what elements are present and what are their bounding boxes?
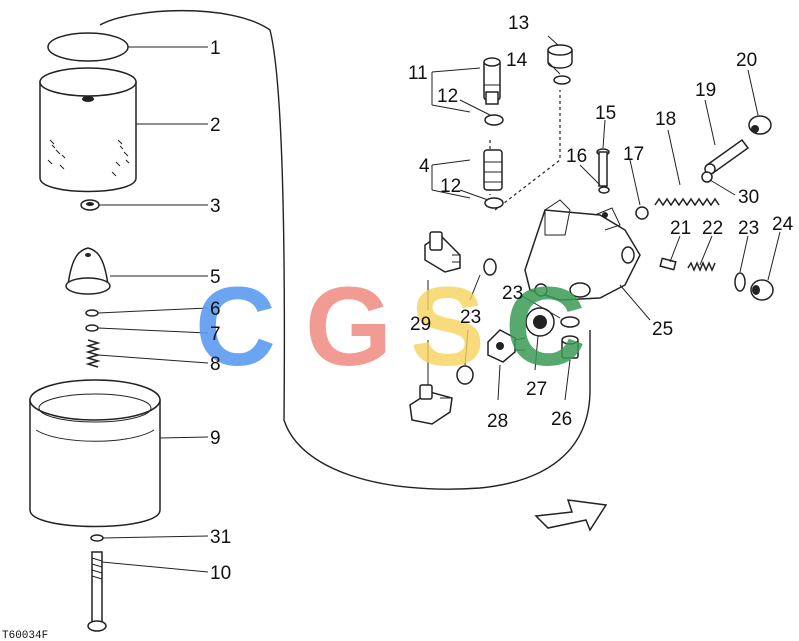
o-ring-part-23-right (734, 272, 746, 292)
o-ring-part-23-left (483, 258, 497, 276)
callout-4: 4 (419, 156, 430, 177)
pin-part-21 (659, 257, 677, 271)
callout-6: 6 (210, 299, 221, 320)
spring-part-18 (654, 197, 720, 207)
callout-12-upper: 12 (437, 86, 458, 107)
o-ring-part-17 (635, 206, 649, 220)
washer-part-31 (90, 534, 104, 542)
callout-14: 14 (506, 50, 528, 71)
callout-17: 17 (623, 144, 644, 165)
washer-part-14 (553, 75, 571, 85)
watermark-letter-g: G (305, 264, 392, 389)
callout-29: 29 (410, 314, 431, 335)
bolt-part-10 (87, 551, 107, 632)
o-ring-part-12-lower (484, 197, 504, 209)
callout-1: 1 (210, 38, 221, 59)
plug-part-3 (80, 199, 100, 211)
callout-31: 31 (210, 527, 231, 548)
spring-part-22 (687, 261, 716, 272)
plug-part-24 (750, 279, 774, 301)
callout-7: 7 (210, 324, 221, 345)
figure-reference: T60034F (2, 630, 48, 641)
callout-10: 10 (210, 563, 231, 584)
cap-part-13 (547, 44, 573, 69)
callout-2: 2 (210, 115, 221, 136)
washer-part-16 (598, 186, 610, 194)
hex-fitting-part-28 (487, 329, 526, 363)
callout-23-center: 23 (502, 283, 523, 304)
callout-27: 27 (526, 379, 547, 400)
callout-8: 8 (210, 354, 221, 375)
o-ring-part-23-lower-left (456, 365, 474, 385)
callout-23-right: 23 (738, 218, 759, 239)
pin-part-15 (596, 148, 610, 187)
callout-20: 20 (736, 50, 757, 71)
watermark-letter-c1: C (195, 264, 276, 389)
callout-3: 3 (210, 196, 221, 217)
o-ring-part-1 (47, 32, 129, 62)
washer-part-6 (85, 309, 99, 317)
o-ring-part-12-upper (484, 114, 504, 126)
callout-18: 18 (655, 109, 676, 130)
direction-arrow-icon (534, 499, 608, 532)
callout-15: 15 (595, 103, 616, 124)
watermark-letter-c2: C (505, 264, 586, 389)
callout-19: 19 (695, 80, 716, 101)
callout-16: 16 (566, 146, 587, 167)
washer-part-7 (85, 324, 99, 332)
fitting-part-26 (561, 335, 579, 359)
filter-element-part-2 (39, 67, 137, 193)
callout-26: 26 (551, 409, 572, 430)
valve-body-part-25 (524, 199, 641, 301)
elbow-fitting-part-11 (483, 57, 501, 105)
filter-bowl-part-9 (29, 379, 161, 528)
fitting-part-4 (483, 149, 503, 191)
callout-28: 28 (487, 411, 508, 432)
callout-23-left: 23 (460, 307, 481, 328)
callout-30: 30 (738, 187, 759, 208)
watermark-letter-s: S (410, 264, 485, 389)
plunger-part-19 (704, 138, 750, 175)
callout-25: 25 (652, 319, 673, 340)
elbow-fitting-part-29-lower (409, 384, 453, 425)
callout-12-lower: 12 (440, 176, 461, 197)
callout-22: 22 (702, 218, 723, 239)
filter-housing-outline (99, 9, 591, 490)
spring-part-8 (85, 339, 101, 368)
callout-24: 24 (772, 214, 794, 235)
cap-part-20 (748, 115, 772, 135)
callout-5: 5 (210, 267, 221, 288)
valve-cap-part-5 (65, 247, 111, 295)
callout-13: 13 (508, 13, 529, 34)
o-ring-part-30 (701, 171, 713, 183)
callout-21: 21 (670, 218, 691, 239)
o-ring-part-23-center (560, 316, 580, 328)
callout-11: 11 (408, 63, 428, 84)
callout-9: 9 (210, 428, 221, 449)
elbow-fitting-part-29-upper (424, 231, 461, 273)
